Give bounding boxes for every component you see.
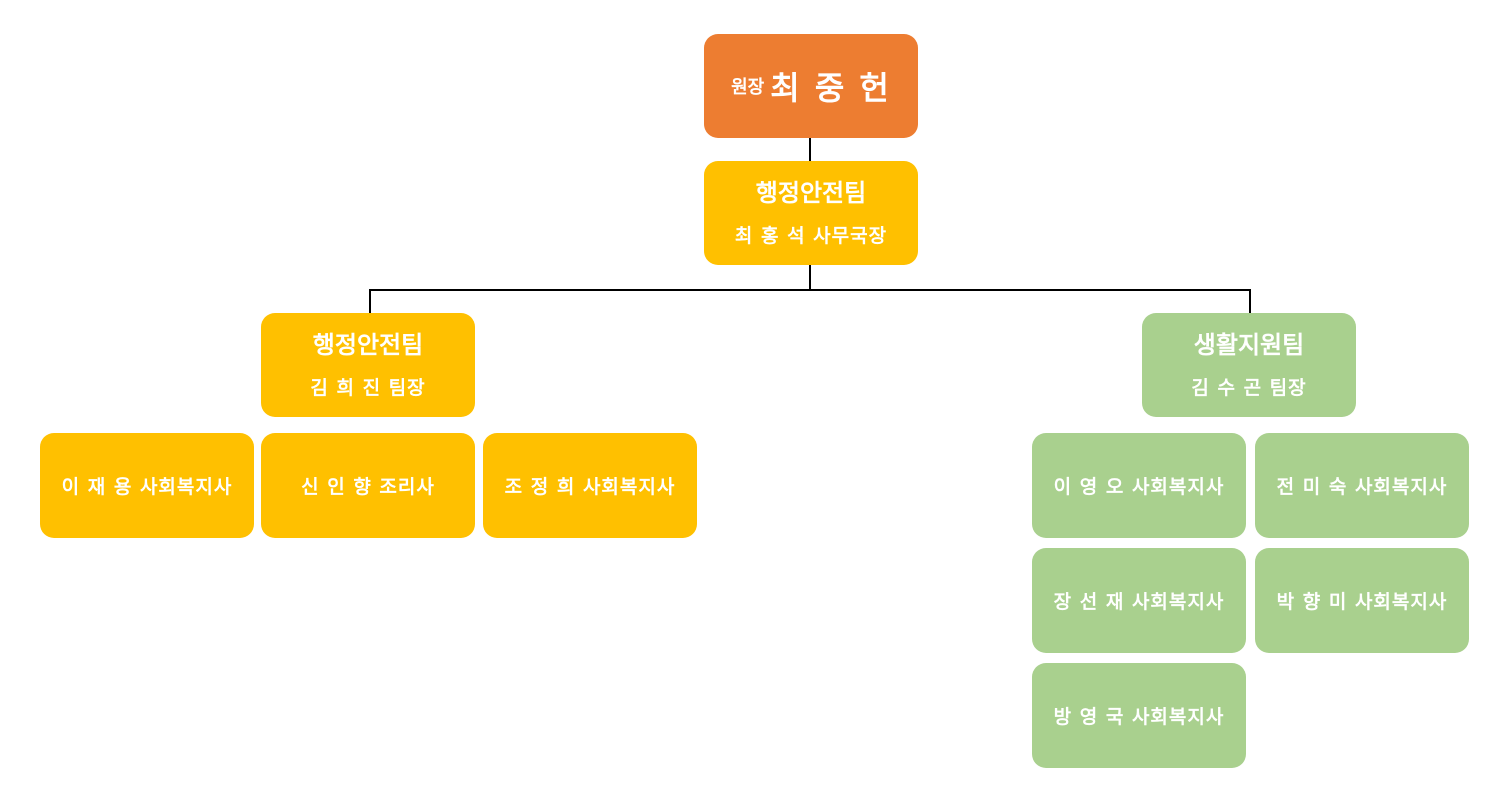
office-team-name: 행정안전팀 [755, 179, 867, 207]
life-team-leader: 김 수 곤 팀장 [1191, 377, 1307, 399]
office-box: 행정안전팀 최 홍 석 사무국장 [704, 161, 918, 265]
director-name: 최 중 헌 [770, 69, 891, 107]
office-leader: 최 홍 석 사무국장 [734, 225, 888, 247]
connector-life-team [1249, 289, 1251, 314]
connector-horizontal [369, 289, 1251, 291]
member-label: 신 인 향 조리사 [301, 476, 435, 498]
admin-member-2: 신 인 향 조리사 [261, 433, 475, 538]
life-member-3: 장 선 재 사회복지사 [1032, 548, 1246, 653]
member-label: 박 향 미 사회복지사 [1276, 591, 1448, 613]
director-box: 원장 최 중 헌 [704, 34, 918, 138]
admin-team-box: 행정안전팀 김 희 진 팀장 [261, 313, 475, 417]
life-team-box: 생활지원팀 김 수 곤 팀장 [1142, 313, 1356, 417]
admin-member-1: 이 재 용 사회복지사 [40, 433, 254, 538]
admin-team-leader: 김 희 진 팀장 [310, 377, 426, 399]
life-team-name: 생활지원팀 [1193, 331, 1305, 359]
life-member-2: 전 미 숙 사회복지사 [1255, 433, 1469, 538]
connector-office-down [809, 265, 811, 290]
admin-team-name: 행정안전팀 [312, 331, 424, 359]
member-label: 이 영 오 사회복지사 [1053, 476, 1225, 498]
director-role: 원장 [731, 77, 765, 98]
admin-member-3: 조 정 희 사회복지사 [483, 433, 697, 538]
life-member-4: 박 향 미 사회복지사 [1255, 548, 1469, 653]
member-label: 장 선 재 사회복지사 [1053, 591, 1225, 613]
member-label: 전 미 숙 사회복지사 [1276, 476, 1448, 498]
member-label: 이 재 용 사회복지사 [61, 476, 233, 498]
connector-director-office [809, 138, 811, 162]
member-label: 방 영 국 사회복지사 [1053, 706, 1225, 728]
member-label: 조 정 희 사회복지사 [504, 476, 676, 498]
life-member-1: 이 영 오 사회복지사 [1032, 433, 1246, 538]
connector-admin-team [369, 289, 371, 314]
life-member-5: 방 영 국 사회복지사 [1032, 663, 1246, 768]
